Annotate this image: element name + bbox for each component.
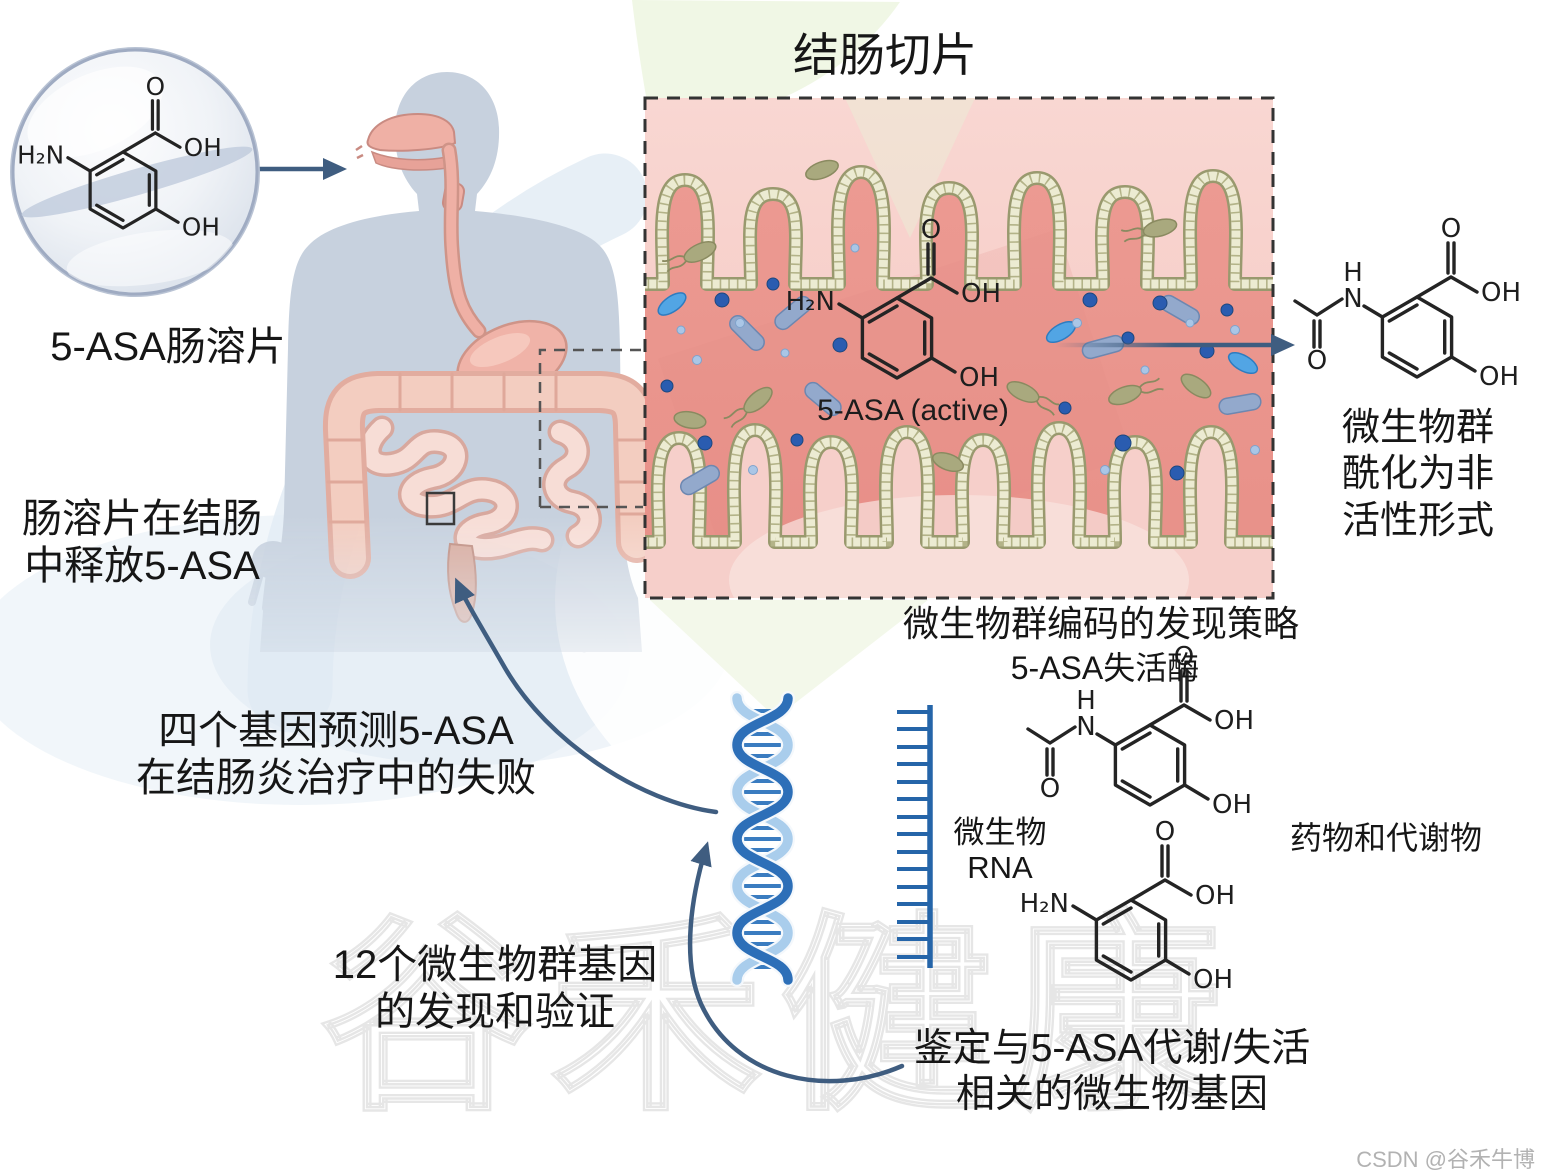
atom-label: N — [1076, 712, 1095, 742]
acylation-line2: 酰化为非 — [1341, 453, 1495, 496]
atom-label: O — [1155, 817, 1175, 847]
atom-label: H — [1076, 686, 1096, 716]
atom-label: H₂N — [1020, 889, 1069, 919]
discover-line1: 12个微生物群基因 — [332, 943, 658, 987]
atom-label: OH — [961, 279, 1001, 309]
pill-5asa: O OH OH H₂N — [10, 47, 260, 297]
watermark-csdn: CSDN @谷禾牛博 — [1356, 1147, 1535, 1172]
atom-label: H₂N — [786, 287, 835, 317]
molecule-5asa-bottom: O OH OH H₂N — [1020, 817, 1235, 995]
bacterium-flagellated-icon — [1120, 218, 1178, 243]
bacterium-blue-icon — [657, 292, 687, 316]
bacterium-flagellated-icon — [1006, 381, 1060, 416]
atom-label: H₂N — [17, 140, 64, 169]
molecule-5asa-pill: O OH OH H₂N — [17, 72, 222, 242]
dna-helix-icon — [729, 691, 796, 987]
colon-slice-panel: O OH OH H₂N 5-ASA (active) — [643, 96, 1275, 600]
epithelium-bottom — [645, 421, 1273, 549]
acylation-label: 微生物群 酰化为非 活性形式 — [1342, 405, 1494, 544]
identify-label: 鉴定与5-ASA代谢/失活 相关的微生物基因 — [914, 1026, 1311, 1118]
rna-strand-icon — [897, 705, 933, 968]
microbial-rna-line2: RNA — [967, 849, 1033, 885]
release-line2: 中释放5-ASA — [24, 544, 260, 589]
bacterium-olive-icon — [673, 410, 707, 430]
bacterium-olive-icon — [1180, 373, 1212, 399]
release-label: 肠溶片在结肠 中释放5-ASA — [22, 496, 262, 590]
watermark-big: 谷禾健康 — [320, 898, 1240, 1135]
acylation-line1: 微生物群 — [1341, 407, 1495, 449]
active-caption: 5-ASA (active) — [817, 394, 1009, 427]
bacterium-flagellated-icon — [723, 386, 773, 428]
atom-label: O — [1441, 214, 1461, 244]
pill-label: 5-ASA肠溶片 — [50, 325, 286, 369]
predict-line2: 在结肠炎治疗中的失败 — [136, 756, 536, 801]
bacterium-olive-icon — [805, 159, 839, 181]
atom-label: OH — [1479, 362, 1519, 392]
dna-strand-dark — [732, 693, 793, 985]
identify-line2: 相关的微生物基因 — [955, 1073, 1268, 1117]
panel-dashed-border — [643, 96, 1275, 600]
drugs-metabolites-label: 药物和代谢物 — [1289, 820, 1483, 856]
bacterium-rod-icon — [679, 464, 721, 496]
atom-label: OH — [1193, 965, 1233, 995]
identify-line1: 鉴定与5-ASA代谢/失活 — [913, 1027, 1311, 1070]
atom-label: O — [1040, 774, 1060, 804]
microbial-rna-line1: 微生物 — [953, 815, 1047, 850]
bacteria-cocci-light — [676, 243, 1260, 475]
atom-label: OH — [959, 363, 999, 393]
bacterium-blue-icon — [1227, 351, 1259, 375]
colon-panel-title: 结肠切片 — [793, 29, 977, 81]
strategy-label: 微生物群编码的发现策略 — [902, 603, 1300, 644]
bacterium-rod-icon — [1218, 392, 1262, 416]
bacterium-olive-icon — [931, 451, 965, 473]
epithelium-top — [645, 165, 1273, 291]
atom-label: H — [1343, 258, 1363, 288]
arrow-genes-to-colon — [454, 577, 719, 815]
atom-label: OH — [184, 133, 222, 162]
esophagus-organ — [441, 142, 487, 339]
zoom-callout-lines — [538, 348, 643, 509]
leaf-shape-middle — [650, 600, 928, 718]
atom-label: OH — [1214, 706, 1254, 736]
arrow-identify-to-dna — [687, 841, 905, 1084]
atom-label: OH — [1481, 278, 1521, 308]
discover-line2: 的发现和验证 — [375, 990, 615, 1035]
bacteria-group — [657, 159, 1262, 496]
atom-label: O — [146, 72, 165, 101]
acylation-line3: 活性形式 — [1341, 499, 1495, 542]
molecule-5asa-active: O OH OH H₂N — [786, 215, 1001, 393]
atom-label: O — [921, 215, 941, 245]
discover-label: 12个微生物群基因 的发现和验证 — [333, 942, 658, 1036]
atom-label: OH — [1212, 790, 1252, 820]
bacteria-cocci-dark — [660, 277, 1234, 481]
atom-label: OH — [1195, 881, 1235, 911]
microbial-rna-label: 微生物 RNA — [953, 815, 1047, 885]
atom-label: N — [1343, 284, 1362, 314]
bacterium-rod-icon — [774, 295, 812, 331]
zoom-region-box — [425, 491, 456, 526]
predict-line1: 四个基因预测5-ASA — [158, 709, 514, 753]
enzyme-label: 5-ASA失活酶 — [1010, 650, 1200, 686]
bacterium-flagellated-icon — [661, 241, 717, 273]
molecule-nacetyl-5asa-right: O OH OH N H O — [1293, 214, 1521, 392]
release-line1: 肠溶片在结肠 — [22, 497, 262, 541]
bacterium-flagellated-icon — [1108, 377, 1164, 406]
dna-strand-light — [732, 693, 793, 985]
atom-label: O — [1307, 346, 1327, 376]
pill-slash — [21, 146, 253, 218]
hand-left — [248, 541, 296, 612]
atom-label: OH — [182, 213, 220, 242]
bacterium-rod-icon — [804, 381, 842, 417]
atom-label: O — [1174, 642, 1194, 672]
colon-organ — [322, 371, 658, 579]
predict-label: 四个基因预测5-ASA 在结肠炎治疗中的失败 — [136, 708, 536, 802]
molecule-nacetyl-5asa-mid: O OH OH N H O — [1026, 642, 1254, 820]
